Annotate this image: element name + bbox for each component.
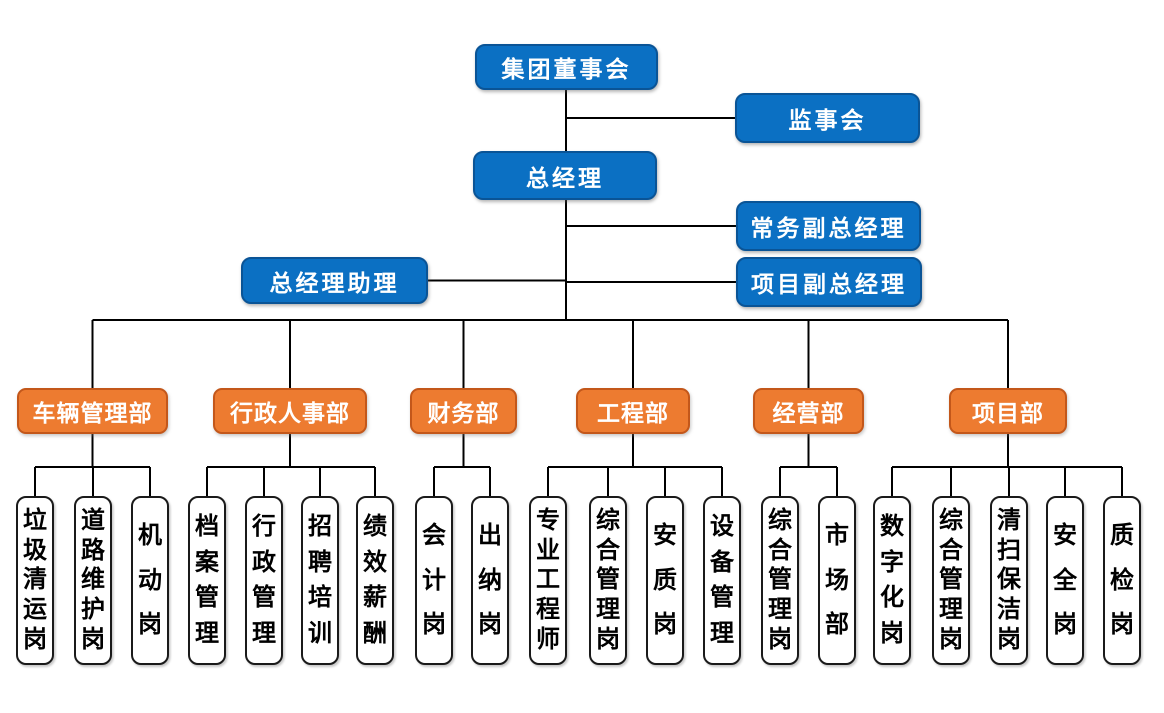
dept-node-operations: 经营部: [753, 388, 864, 434]
exec-node-project-deputy-gm: 项目副总经理: [736, 257, 922, 307]
position-node-admin-hr-3: 绩效薪酬: [356, 496, 394, 665]
position-node-admin-hr-2: 招聘培训: [301, 496, 339, 665]
dept-node-engineering: 工程部: [576, 388, 690, 434]
position-node-finance-0: 会计岗: [415, 496, 453, 665]
exec-node-supervisory: 监事会: [735, 93, 920, 143]
position-node-engineering-1: 综合管理岗: [589, 496, 627, 665]
position-node-operations-0: 综合管理岗: [761, 496, 799, 665]
dept-node-vehicle-management: 车辆管理部: [17, 388, 168, 434]
position-node-engineering-3: 设备管理: [703, 496, 741, 665]
position-node-admin-hr-0: 档案管理: [188, 496, 226, 665]
exec-node-gm-assistant: 总经理助理: [241, 257, 428, 304]
position-node-engineering-2: 安质岗: [646, 496, 684, 665]
position-node-project-3: 安全岗: [1046, 496, 1084, 665]
position-node-vehicle-management-1: 道路维护岗: [74, 496, 112, 665]
dept-node-project: 项目部: [949, 388, 1067, 434]
position-node-finance-1: 出纳岗: [471, 496, 509, 665]
position-node-admin-hr-1: 行政管理: [245, 496, 283, 665]
position-node-project-0: 数字化岗: [873, 496, 911, 665]
exec-node-exec-deputy-gm: 常务副总经理: [736, 201, 921, 251]
position-node-operations-1: 市场部: [818, 496, 856, 665]
exec-node-board: 集团董事会: [475, 44, 658, 90]
dept-node-admin-hr: 行政人事部: [213, 388, 367, 434]
position-node-project-4: 质检岗: [1103, 496, 1141, 665]
dept-node-finance: 财务部: [410, 388, 517, 434]
position-node-vehicle-management-2: 机动岗: [131, 496, 169, 665]
position-node-project-2: 清扫保洁岗: [990, 496, 1028, 665]
position-node-vehicle-management-0: 垃圾清运岗: [16, 496, 54, 665]
position-node-project-1: 综合管理岗: [932, 496, 970, 665]
exec-node-gm: 总经理: [473, 151, 657, 200]
position-node-engineering-0: 专业工程师: [529, 496, 567, 665]
